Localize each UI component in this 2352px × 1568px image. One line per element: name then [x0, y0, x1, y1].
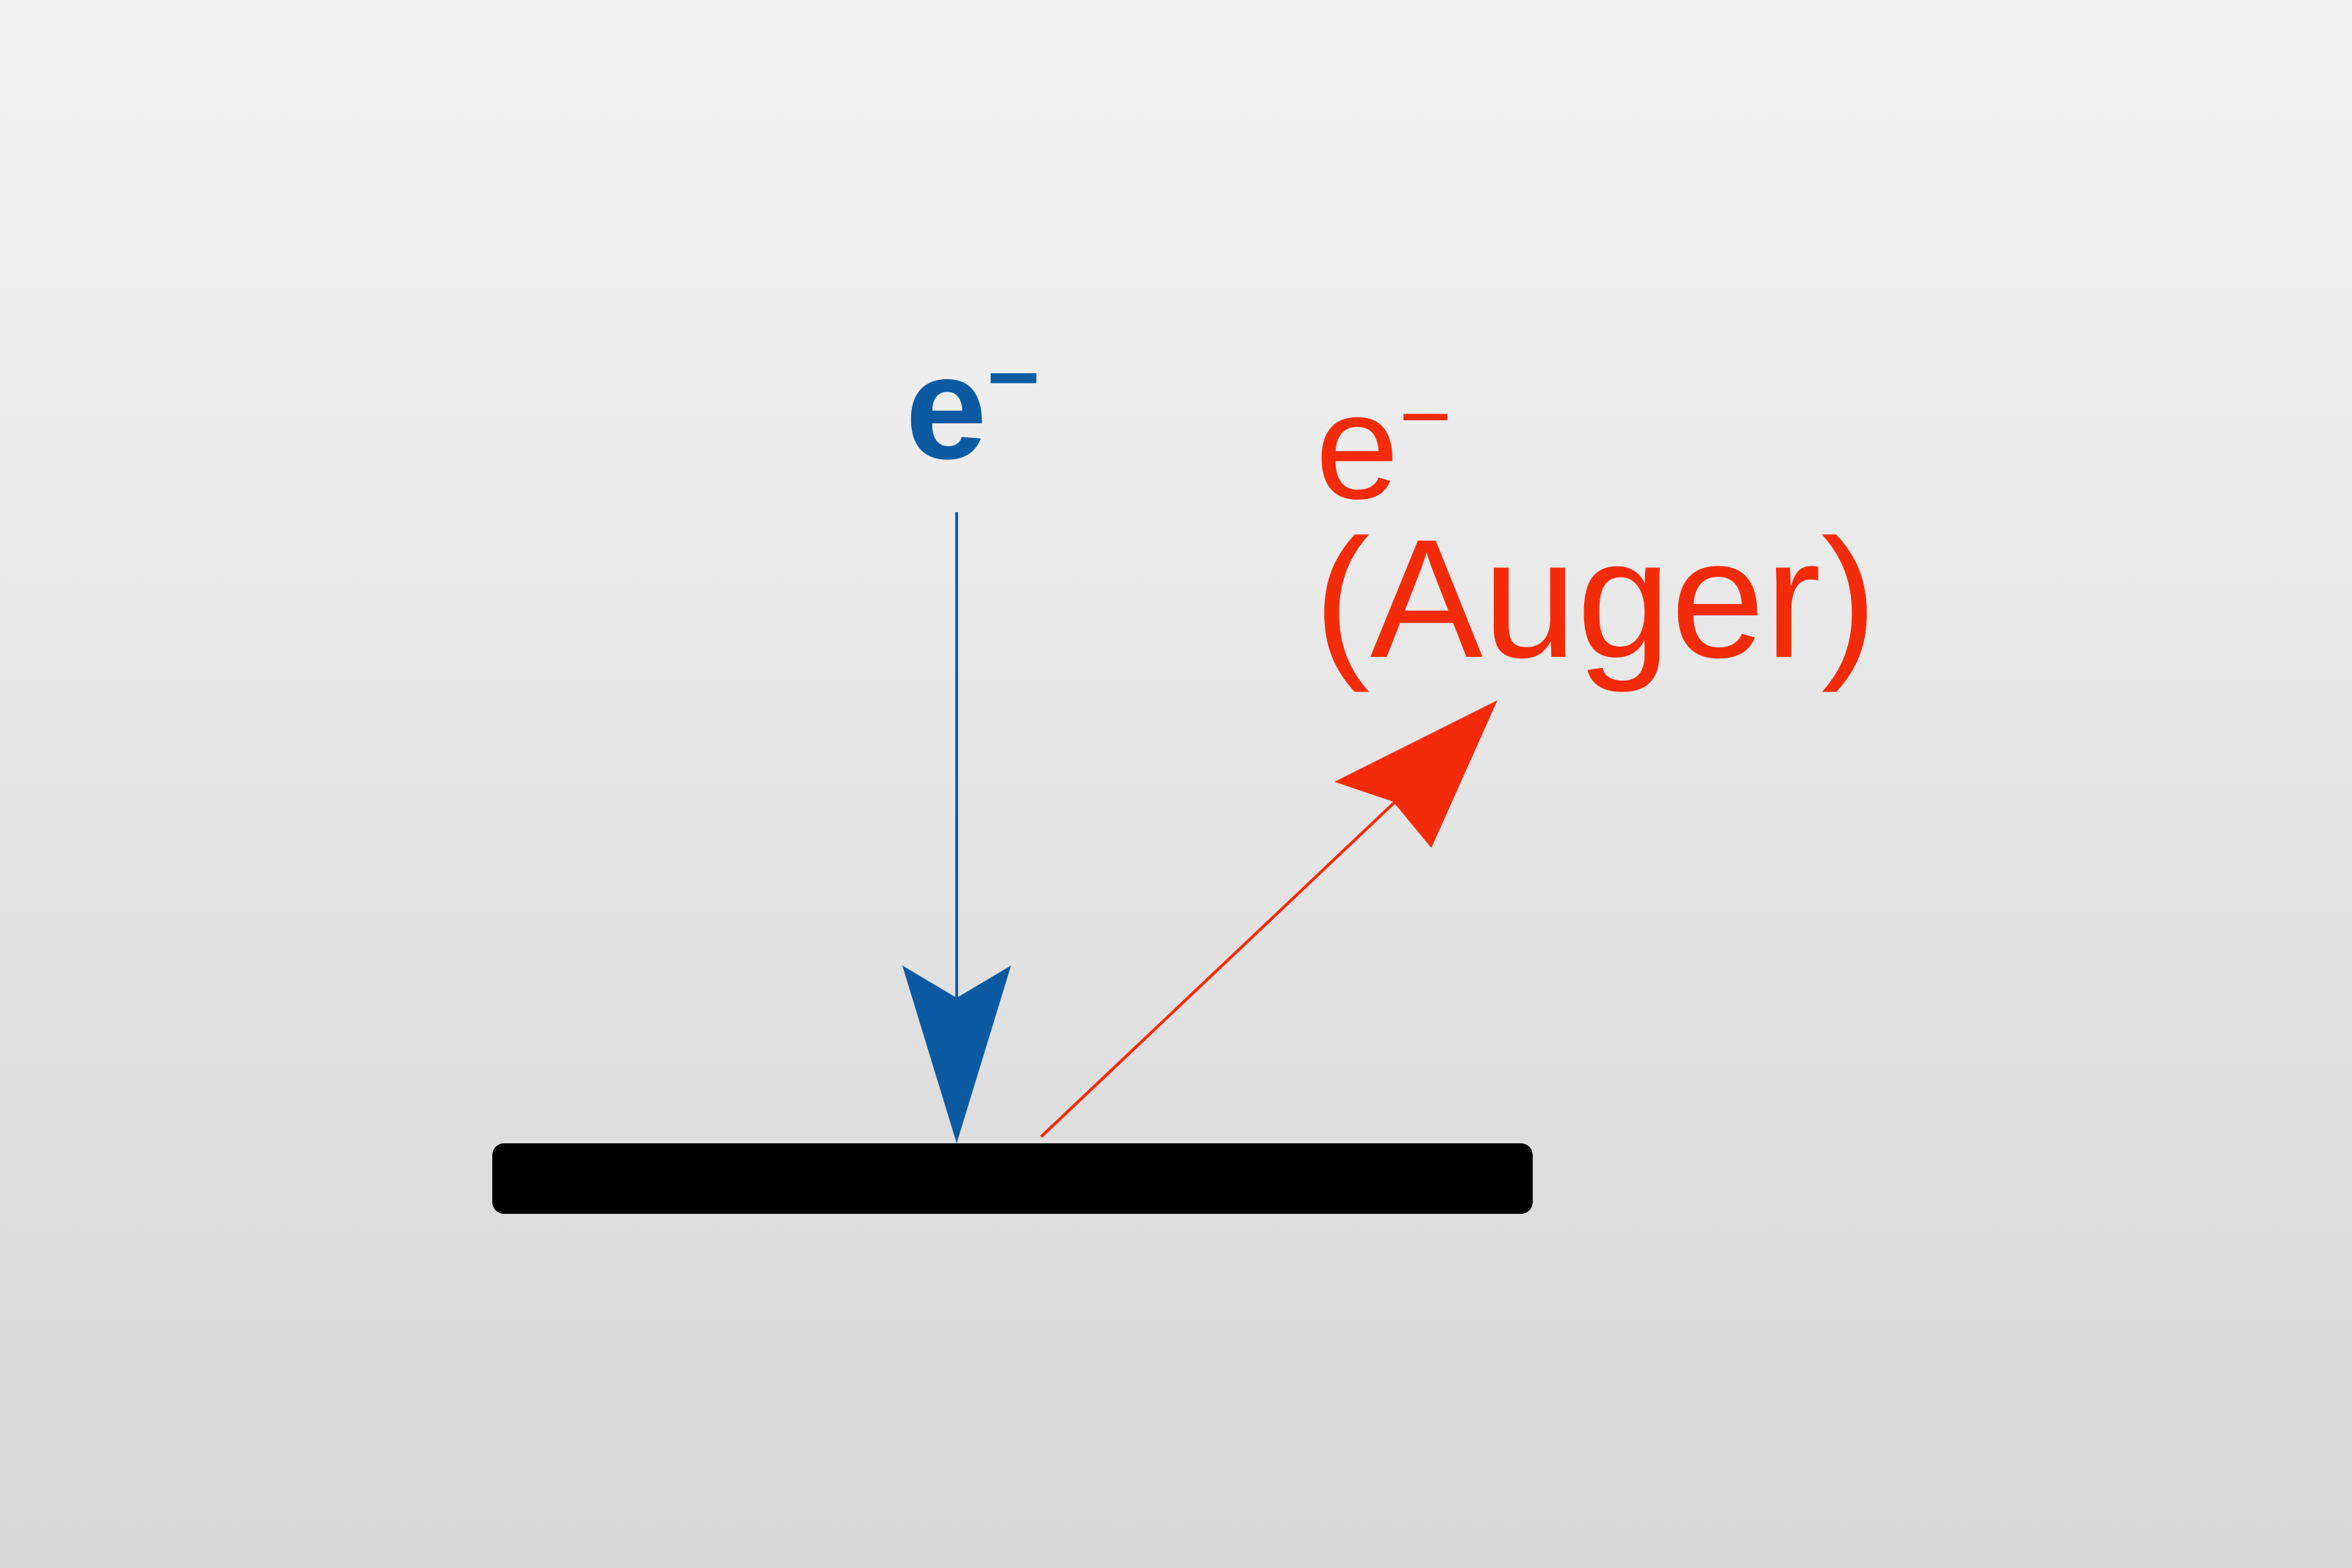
- incident-electron-symbol: e: [905, 326, 988, 490]
- auger-electron-label: e−: [1315, 371, 1452, 522]
- auger-arrow-shaft: [1040, 799, 1398, 1138]
- incident-arrow-head: [902, 965, 1011, 1143]
- auger-electron-qualifier-label: (Auger): [1314, 504, 1877, 693]
- incident-electron-label: e−: [905, 332, 1040, 482]
- substrate-bar: [492, 1143, 1533, 1214]
- auger-electron-symbol: e: [1315, 362, 1400, 531]
- auger-arrow-head: [1334, 700, 1497, 848]
- incident-electron-charge-superscript: −: [987, 327, 1040, 428]
- auger-electron-charge-superscript: −: [1399, 366, 1452, 467]
